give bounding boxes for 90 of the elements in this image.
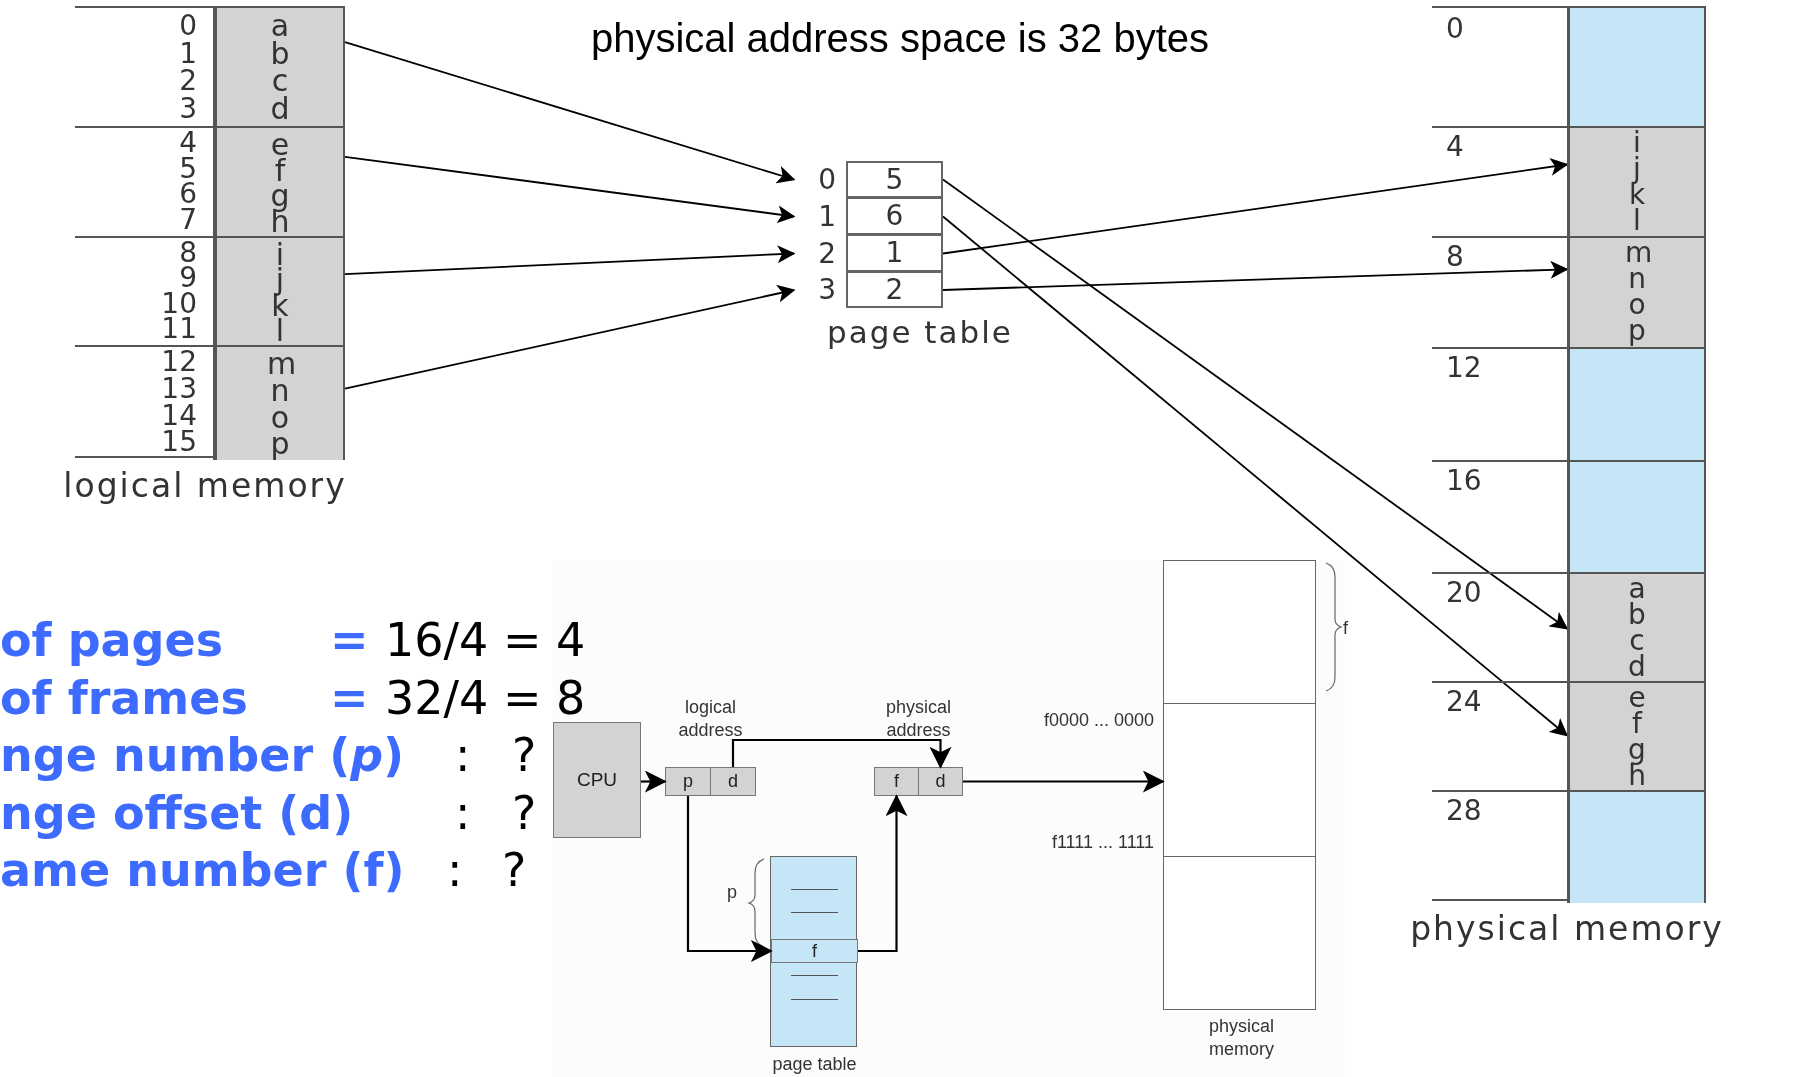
brace-label: f	[1343, 618, 1348, 639]
address-number: 12	[1446, 351, 1483, 385]
address-number: 20	[1446, 576, 1483, 610]
arrow	[942, 215, 1569, 737]
empty-frame	[1567, 8, 1706, 126]
page-contents: a b c d	[213, 8, 345, 126]
empty-frame	[1567, 790, 1706, 903]
arrow	[731, 738, 952, 769]
address-number: 15	[160, 429, 197, 456]
address-number: 11	[160, 315, 197, 341]
arrow	[344, 245, 796, 276]
value-text: :	[455, 785, 471, 841]
heading-text: of frames	[0, 670, 248, 726]
address-range: f1111 ... 1111	[1050, 832, 1154, 854]
address-number: 8	[1446, 240, 1465, 274]
node-label: logical memory	[62, 466, 348, 506]
value-text: ?	[502, 842, 527, 898]
address-field: d	[918, 767, 963, 796]
page-contents: e f g h	[213, 126, 345, 236]
address-field: p	[665, 767, 711, 796]
address-number: 7	[178, 206, 197, 232]
address-number: 10	[160, 290, 197, 316]
empty-frame	[1567, 460, 1706, 572]
value-text: :	[447, 842, 463, 898]
table-entry: 1	[846, 235, 943, 272]
frame-contents: m n o p	[1567, 236, 1706, 347]
address-number: 4	[1446, 130, 1465, 164]
heading-text: =	[330, 612, 369, 668]
arrow	[686, 796, 773, 962]
arrow	[942, 178, 1569, 630]
arrow	[942, 157, 1569, 255]
heading-text: nge offset (d)	[0, 785, 354, 841]
table-entry: 5	[846, 161, 943, 198]
memory-section	[1163, 560, 1316, 704]
address-range: f0000 ... 0000	[1042, 710, 1154, 732]
index-number: 0	[817, 162, 836, 198]
address-number: 8	[178, 240, 197, 266]
frame-contents: e f g h	[1567, 681, 1706, 790]
address-number: 1	[178, 39, 197, 67]
empty-frame	[1567, 347, 1706, 460]
arrow	[858, 794, 908, 953]
node-label: physical memory	[1208, 1015, 1275, 1061]
address-number: 2	[178, 67, 197, 95]
value-text: 16/4 = 4	[385, 612, 586, 668]
arrow	[344, 155, 796, 224]
cpu-box: CPU	[553, 722, 641, 838]
page-contents: i j k l	[213, 236, 345, 345]
address-number: 24	[1446, 685, 1483, 719]
address-number: 16	[1446, 464, 1483, 498]
arrow	[344, 284, 796, 390]
value-text: :	[455, 727, 471, 783]
node-label: physical address	[885, 696, 952, 742]
address-field: f	[874, 767, 919, 796]
address-number: 9	[179, 265, 197, 291]
address-number: 28	[1446, 794, 1483, 828]
table-row: f	[771, 939, 858, 963]
index-number: 2	[817, 236, 836, 272]
table-entry: 2	[846, 272, 943, 308]
page-contents: m n o p	[213, 345, 345, 460]
brace-label: p	[727, 882, 737, 903]
address-number: 12	[160, 349, 197, 376]
address-number: 5	[178, 155, 197, 181]
heading-text: nge number (p)	[0, 727, 405, 783]
value-text: ?	[512, 727, 537, 783]
address-number: 0	[178, 12, 197, 40]
node-label: physical memory	[1409, 909, 1725, 949]
heading-text: of pages	[0, 612, 224, 668]
memory-section	[1163, 703, 1316, 857]
heading-text: =	[330, 670, 369, 726]
table-entry: 6	[846, 198, 943, 235]
index-number: 3	[817, 272, 836, 308]
arrow	[344, 41, 796, 184]
address-number: 14	[160, 402, 197, 430]
address-number: 3	[178, 94, 197, 122]
memory-section	[1163, 856, 1316, 1010]
index-number: 1	[817, 199, 836, 235]
node-label: page table	[771, 1053, 858, 1075]
arrow	[942, 260, 1569, 291]
heading-text: ame number (f)	[0, 842, 405, 898]
address-field: d	[710, 767, 756, 796]
arrow	[963, 770, 1165, 793]
address-number: 6	[178, 181, 197, 207]
title: physical address space is 32 bytes	[589, 16, 1211, 62]
address-number: 13	[160, 375, 197, 403]
address-number: 4	[178, 130, 197, 156]
arrow	[641, 770, 667, 793]
value-text: ?	[512, 785, 537, 841]
node-label: logical address	[677, 696, 744, 742]
address-number: 0	[1446, 12, 1465, 46]
node-label: page table	[826, 314, 1014, 352]
